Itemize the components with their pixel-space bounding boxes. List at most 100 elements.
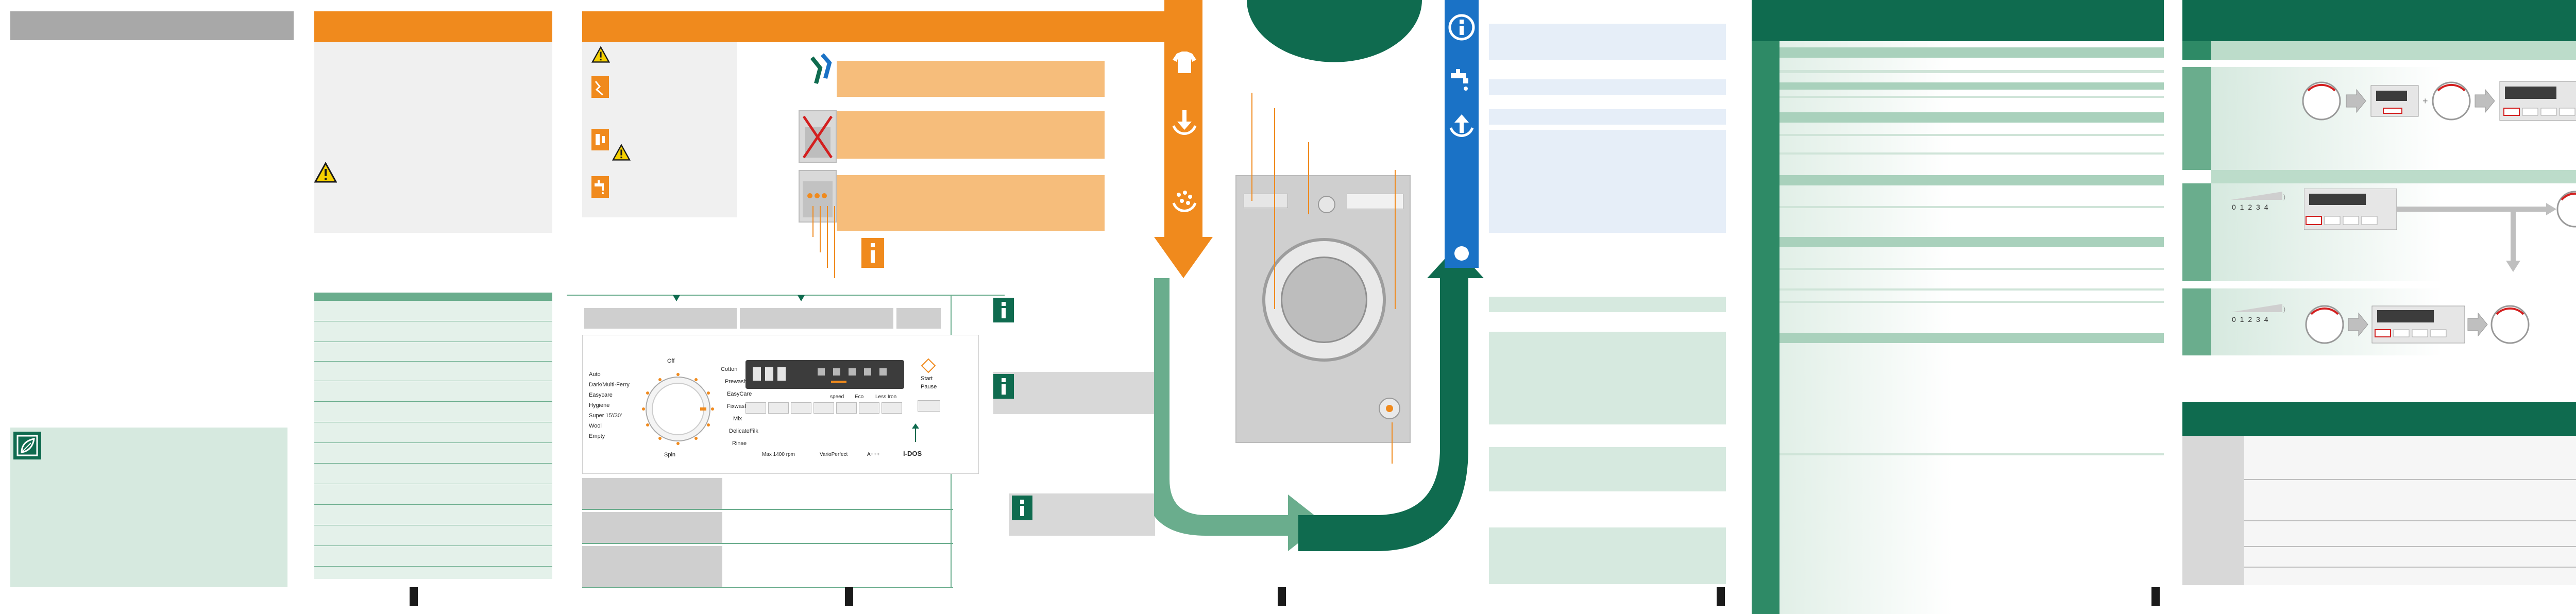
blue-block-1 — [1489, 24, 1726, 60]
mint-block-2 — [1489, 332, 1726, 424]
step-bar-2 — [837, 111, 1105, 159]
program-easycare: Easycare — [589, 392, 613, 398]
panel-button-4[interactable] — [814, 402, 834, 414]
info-box-1 — [993, 372, 1157, 414]
page-mark — [2151, 587, 2160, 606]
settings-strip — [2211, 41, 2576, 60]
panel-3: Off Auto Dark/Multi-Ferry Easycare Hygie… — [567, 0, 1170, 614]
speed-label: speed — [830, 394, 844, 400]
pause-label: Pause — [921, 384, 937, 390]
page-mark — [410, 587, 418, 606]
blue-block-4 — [1489, 130, 1726, 233]
program-table-rows — [314, 301, 552, 579]
transport-bolts-photo — [799, 170, 837, 223]
panel-flow — [1144, 0, 1515, 614]
water-tap-icon — [1448, 66, 1476, 94]
control-panel-header-2 — [740, 308, 893, 329]
blue-dot — [1454, 246, 1469, 261]
eco-info-box — [10, 428, 287, 587]
step-1-diagram: + — [2301, 75, 2576, 127]
panel-button-3[interactable] — [791, 402, 811, 414]
upload-arrow-icon — [1448, 112, 1476, 142]
volume-scale-2: 0 1 2 3 4 — [2232, 315, 2269, 323]
desc-block-2 — [582, 512, 722, 543]
shirt-icon — [1170, 49, 1199, 76]
panel-button-2[interactable] — [768, 402, 789, 414]
settings-side — [2182, 41, 2211, 60]
step-3-diagram — [2304, 299, 2576, 350]
volume-scale-1: 0 1 2 3 4 — [2232, 203, 2269, 211]
vario-perfect-label: VarioPerfect — [820, 452, 848, 457]
pointer-arrow — [673, 295, 680, 301]
service-flap — [1379, 398, 1400, 419]
warning-icon — [612, 144, 631, 161]
mint-block-3 — [1489, 447, 1726, 491]
warning-icon — [314, 162, 337, 183]
callout-lines — [809, 206, 840, 278]
desc-block-3 — [582, 546, 722, 587]
blue-block-3 — [1489, 109, 1726, 125]
max-rpm-label: Max 1400 rpm — [762, 452, 795, 457]
program-fixwash: Fixwash — [727, 403, 748, 410]
svg-text:+: + — [2422, 96, 2428, 106]
panel-1-header — [10, 11, 294, 40]
panel-button-1[interactable] — [745, 402, 766, 414]
page-mark — [1717, 587, 1725, 606]
start-pause-area: Start Pause — [910, 358, 946, 420]
flow-graphic — [1144, 0, 1484, 551]
leaf-icon — [13, 432, 41, 459]
eco-label: Eco — [855, 394, 864, 400]
troubleshooting-side — [1752, 41, 1780, 614]
machine-display — [1347, 194, 1403, 209]
settings-side-5 — [2182, 436, 2244, 585]
dial-spin-label: Spin — [664, 452, 676, 458]
mint-block-1 — [1489, 297, 1726, 312]
program-easycare-r: EasyCare — [727, 391, 752, 397]
program-dial[interactable] — [639, 370, 717, 448]
plug-icon — [591, 76, 609, 98]
program-auto: Auto — [589, 371, 601, 378]
water-tap-icon — [591, 176, 609, 198]
panel-1 — [0, 0, 299, 614]
appliance-control-panel: Off Auto Dark/Multi-Ferry Easycare Hygie… — [582, 335, 979, 474]
detergent-drawer — [1244, 194, 1288, 208]
troubleshooting-header — [1752, 0, 2164, 41]
program-delicate: DelicateFilk — [729, 428, 758, 434]
energy-class-label: A+++ — [867, 452, 880, 457]
step-bar-3 — [837, 175, 1105, 231]
start-pause-button[interactable] — [918, 400, 940, 412]
program-table-head — [314, 293, 552, 301]
panel-button-5[interactable] — [836, 402, 857, 414]
spin-icon — [1170, 185, 1199, 215]
info-icon — [1012, 496, 1032, 520]
download-arrow-icon — [1170, 108, 1199, 138]
program-prewash: Prewash — [725, 379, 747, 385]
warning-icon — [591, 46, 610, 63]
info-box-2 — [1009, 493, 1155, 536]
svg-text:): ) — [2283, 305, 2285, 313]
less-iron-label: Less Iron — [875, 394, 897, 400]
panel-5 — [1489, 0, 1726, 614]
machine-callout-lines — [1236, 93, 1412, 464]
install-header — [582, 11, 1170, 42]
panel-button-6[interactable] — [859, 402, 879, 414]
program-empty: Empty — [589, 433, 605, 439]
panel-2 — [299, 0, 567, 614]
safety-header — [314, 11, 552, 42]
panel-7: + 0 1 2 3 4 ) 0 1 2 3 4 ) — [2182, 0, 2576, 614]
program-cotton: Cotton — [721, 366, 738, 372]
mint-block-4 — [1489, 527, 1726, 584]
info-icon — [993, 298, 1014, 322]
page-mark — [1278, 587, 1286, 606]
washing-machine — [1235, 175, 1411, 443]
dial-off-label: Off — [667, 358, 675, 364]
info-icon — [861, 238, 884, 268]
settings-side-2 — [2182, 67, 2211, 170]
page-mark — [845, 587, 853, 606]
start-arrow — [912, 423, 919, 442]
troubleshooting-body — [1780, 41, 2164, 614]
panel-button-7[interactable] — [882, 402, 902, 414]
program-wool: Wool — [589, 423, 602, 429]
settings-header — [2182, 0, 2576, 41]
program-mix: Mix — [733, 416, 742, 422]
